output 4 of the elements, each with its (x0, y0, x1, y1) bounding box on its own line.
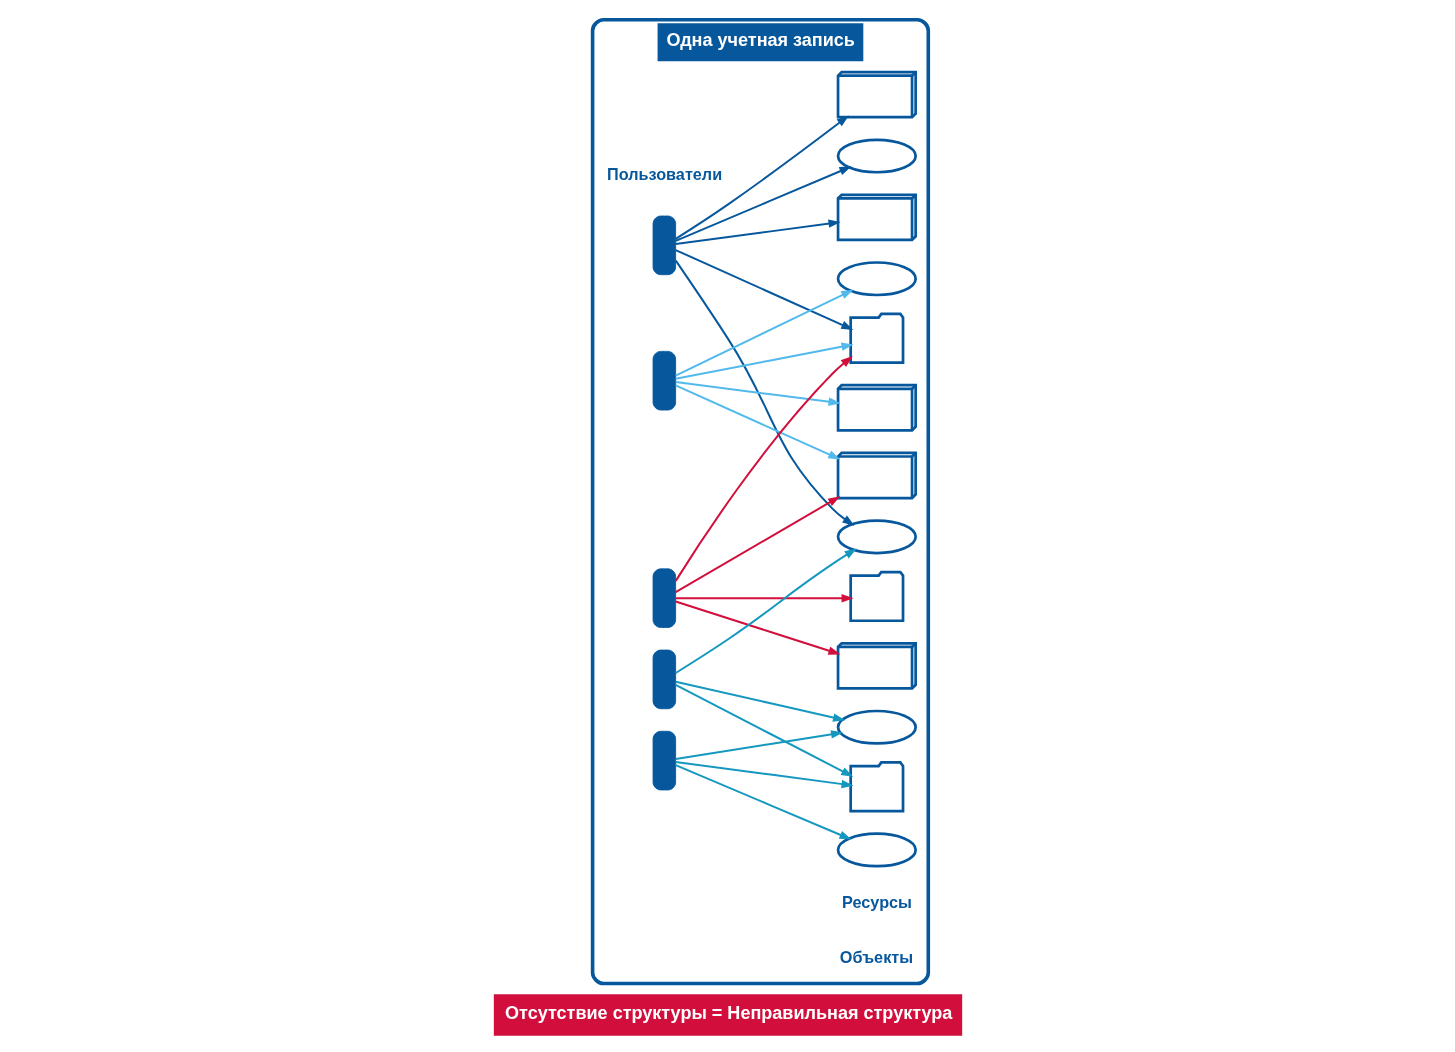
label: Пользователи (606, 164, 722, 183)
label: Объекты (839, 948, 913, 967)
caption: Отсутствие структуры = Неправильная структура (504, 1002, 952, 1023)
label: Ресурсы (841, 893, 912, 912)
